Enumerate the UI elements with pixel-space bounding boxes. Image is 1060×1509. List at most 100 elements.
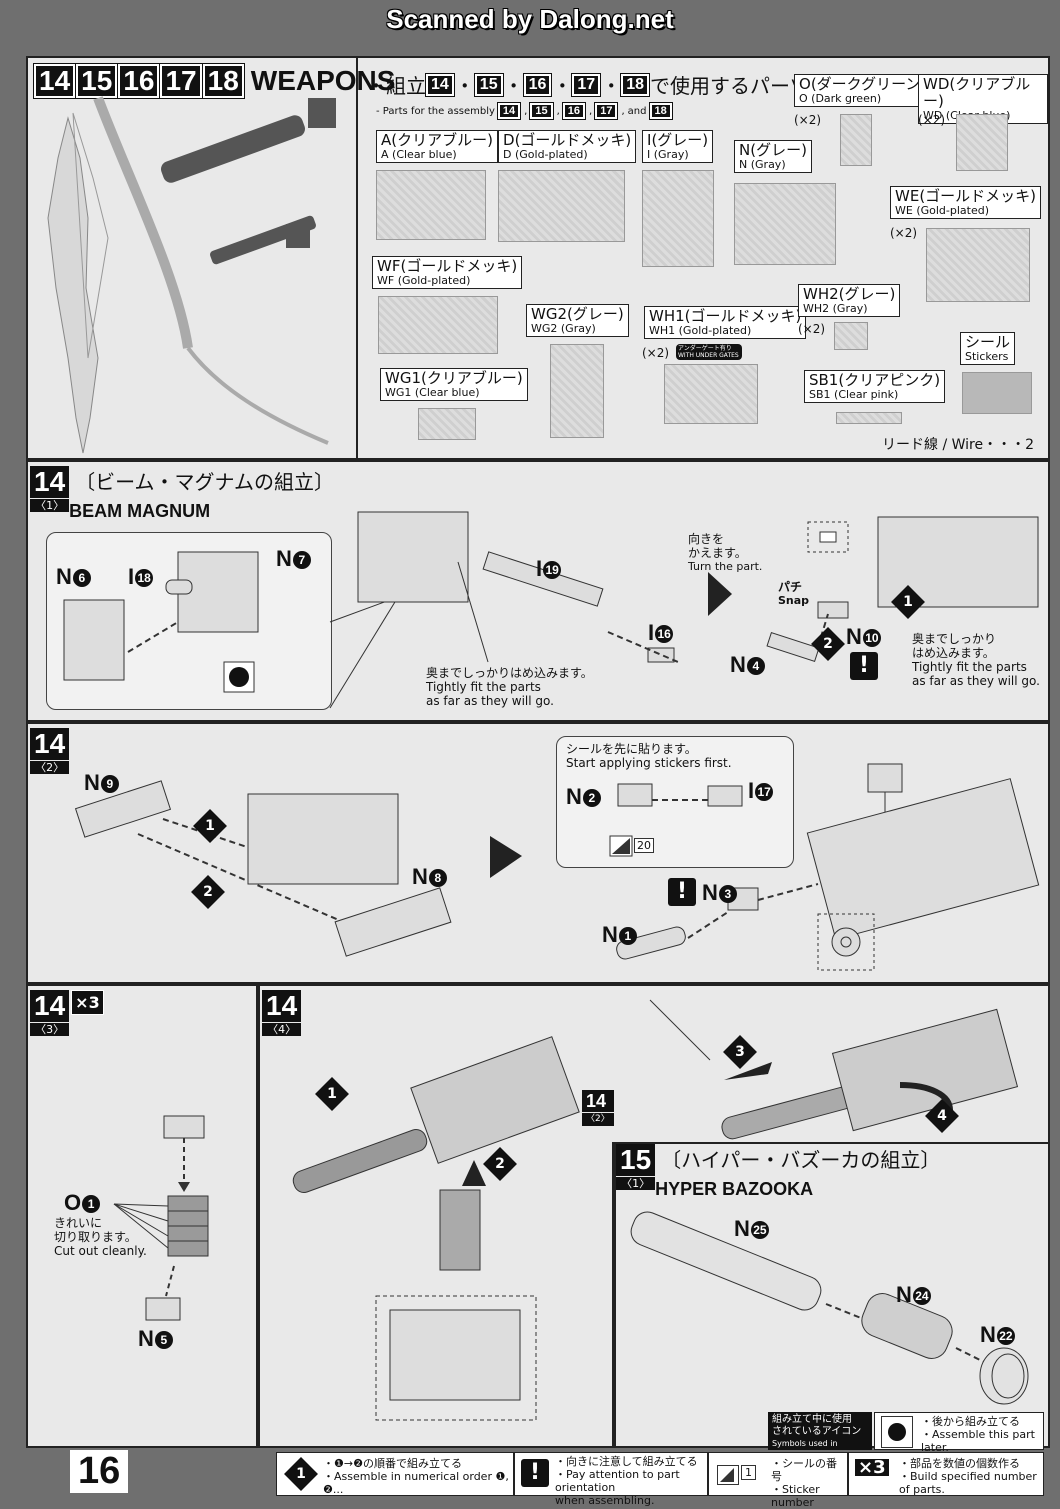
step-order-2: 2	[811, 627, 845, 661]
runner-label-i: I(グレー)I (Gray)	[642, 130, 714, 163]
runner-sprue-a	[376, 170, 486, 240]
runner-label-wg2: WG2(グレー)WG2 (Gray)	[526, 304, 629, 337]
runner-sprue-o	[840, 114, 872, 166]
runner-label-wh1: WH1(ゴールドメッキ)WH1 (Gold-plated)	[644, 306, 807, 339]
step-order-2: 2	[191, 875, 225, 909]
runner-label-d: D(ゴールドメッキ)D (Gold-plated)	[498, 130, 637, 163]
step-order-1: 1	[891, 585, 925, 619]
runner-label-sb1: SB1(クリアピンク)SB1 (Clear pink)	[804, 370, 946, 403]
step-14-1-title-en: BEAM MAGNUM	[69, 501, 211, 521]
turn-part-note: 向きをかえます。Turn the part.	[688, 532, 763, 573]
runner-multiplier-wh2: (×2)	[798, 322, 826, 336]
runner-label-n: N(グレー)N (Gray)	[734, 140, 812, 173]
legend-assemble-later: ・後から組み立てる・Assemble this part later.	[874, 1412, 1044, 1454]
runner-multiplier-o: (×2)	[794, 113, 822, 127]
step-order-2: 2	[483, 1147, 517, 1181]
step-number: 18	[201, 63, 245, 99]
step-number: 16	[117, 63, 161, 99]
step-15-1-title-jp: 〔ハイパー・バズーカの組立〕	[661, 1148, 941, 1172]
step-14-2-header: 14 〈2〉	[30, 728, 70, 774]
under-gates-badge: アンダーゲート有り WITH UNDER GATES	[676, 344, 742, 360]
weapons-parts-panel: 14 15 16 17 18 WEAPONS ・組立 14・ 15・ 16・ 1…	[26, 56, 1050, 460]
sticker-sheet	[962, 372, 1032, 414]
divider	[356, 58, 358, 458]
parts-title: ・組立 14・ 15・ 16・ 17・ 18 で使用するパーツ	[366, 72, 810, 98]
page-number: 16	[70, 1450, 129, 1493]
runner-sprue-wg1	[418, 408, 476, 440]
runner-sprue-n	[734, 183, 836, 265]
step-15-1-header: 15 〈1〉 〔ハイパー・バズーカの組立〕 HYPER BAZOOKA	[616, 1144, 940, 1200]
runner-sprue-wh1	[664, 364, 758, 424]
cut-cleanly-note: きれいに切り取ります。Cut out cleanly.	[54, 1216, 147, 1258]
step-order-1: 1	[193, 809, 227, 843]
runner-multiplier-we: (×2)	[890, 226, 918, 240]
step-number: 15	[75, 63, 119, 99]
weapons-title: WEAPONS	[250, 65, 396, 96]
build-count: ×3	[71, 990, 104, 1015]
runner-label-we: WE(ゴールドメッキ)WE (Gold-plated)	[890, 186, 1042, 219]
step-number: 14	[32, 63, 77, 99]
step-ref-14-2: 14 〈2〉	[582, 1090, 614, 1126]
parts-title-en: - Parts for the assembly 14, 15, 16, 17,…	[376, 102, 673, 120]
runner-sprue-wh2	[834, 322, 868, 350]
runner-sprue-wf	[378, 296, 498, 354]
legend-numerical-order: 1 ・❶→❷の順番で組み立てる・Assemble in numerical or…	[276, 1452, 514, 1496]
legend-orientation: ! ・向きに注意して組み立てる・Pay attention to part or…	[514, 1452, 708, 1507]
scan-watermark: Scanned by Dalong.net	[386, 4, 674, 34]
step-order-1: 1	[315, 1077, 349, 1111]
runner-label-wf: WF(ゴールドメッキ)WF (Gold-plated)	[372, 256, 523, 289]
step-number: 17	[159, 63, 203, 99]
step-14-2-illustration	[74, 763, 1040, 971]
sticker-first-note: シールを先に貼ります。Start applying stickers first…	[566, 742, 732, 770]
step-number: 18	[648, 102, 673, 120]
step-number: 14	[496, 102, 522, 120]
step-order-4: 4	[925, 1099, 959, 1133]
step-number: 16	[522, 72, 553, 97]
step-15-1-illustration	[630, 1211, 1029, 1405]
orientation-icon: !	[521, 1459, 549, 1487]
step-15-1-title-en: HYPER BAZOOKA	[655, 1179, 814, 1199]
runner-label-wg1: WG1(クリアブルー)WG1 (Clear blue)	[380, 368, 528, 401]
orientation-icon: !	[850, 652, 878, 680]
step-number: 18	[620, 72, 650, 97]
runner-sprue-we	[926, 228, 1030, 302]
sticker-number: 20	[634, 838, 654, 853]
legend-build-count: ×3 ・部品を数値の個数作る・Build specified number of…	[848, 1452, 1044, 1496]
sticker-icon-number: 1	[741, 1465, 756, 1480]
step-number: 17	[571, 72, 602, 97]
runner-label-wh2: WH2(グレー)WH2 (Gray)	[798, 284, 901, 317]
orientation-icon: !	[668, 878, 696, 906]
step-order-3: 3	[723, 1035, 757, 1069]
step-number: 14	[425, 72, 455, 97]
sticker-icon	[717, 1465, 739, 1485]
step-14-4-lower	[258, 1142, 614, 1448]
step-order-icon: 1	[284, 1457, 318, 1491]
wire-note: リード線 / Wire・・・2	[882, 437, 1035, 453]
step-14-3-header: 14 〈3〉 ×3	[30, 990, 104, 1036]
step-14-1-header: 14 〈1〉 〔ビーム・マグナムの組立〕 BEAM MAGNUM	[30, 466, 334, 522]
runner-label-a: A(クリアブルー)A (Clear blue)	[376, 130, 498, 163]
runner-sprue-d	[498, 170, 625, 242]
weapons-header: 14 15 16 17 18 WEAPONS	[32, 63, 396, 99]
step-number: 16	[561, 102, 587, 120]
runner-multiplier-wd: (×2)	[918, 113, 946, 127]
